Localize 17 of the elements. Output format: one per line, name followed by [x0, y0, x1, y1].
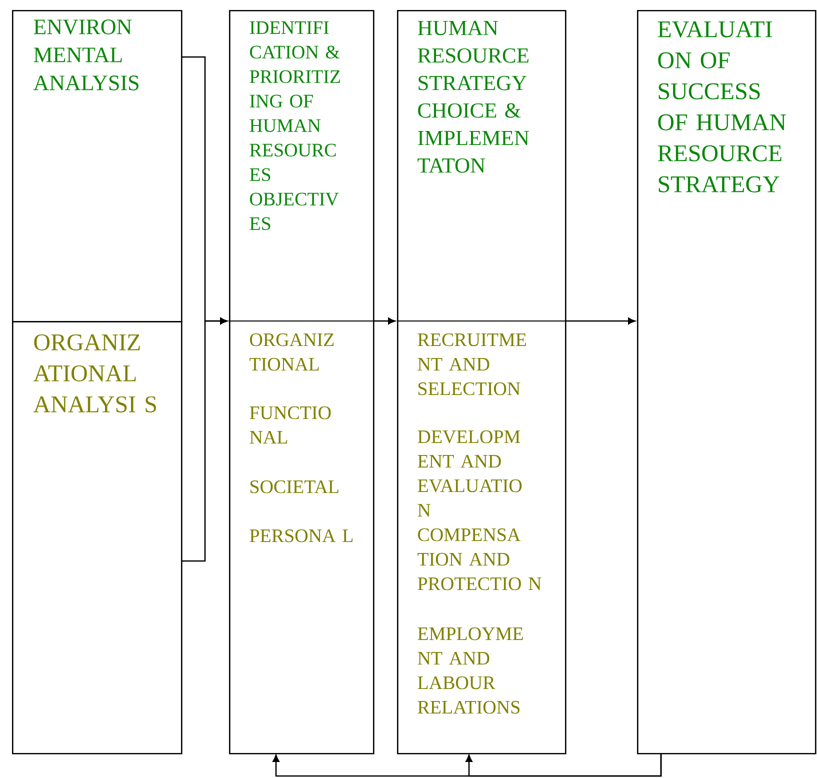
- list-item: EMPLOYME NT AND LABOUR RELATIONS: [418, 627, 523, 714]
- arrow: [466, 753, 662, 777]
- box-heading: IDENTIFI CATION & PRIORITIZ ING OF HUMAN RESOURC ES OBJECTIV ES: [250, 21, 340, 230]
- list-item: FUNCTIO NAL: [250, 406, 331, 444]
- list-item: DEVELOPM ENT AND EVALUATIO N: [418, 430, 522, 516]
- box-heading: HUMAN RESOURCE STRATEGY CHOICE & IMPLEMEN TATON: [418, 20, 529, 173]
- list-item: SOCIETAL: [250, 480, 338, 494]
- box-heading: ENVIRON MENTAL ANALYSIS: [33, 20, 138, 90]
- box-heading: EVALUATI ON OF SUCCESS OF HUMAN RESOURCE STRATEGY: [658, 21, 786, 192]
- list-item: PERSONA L: [250, 529, 353, 542]
- arrow: [565, 318, 636, 324]
- list-item: COMPENSA TION AND PROTECTIO N: [418, 528, 542, 590]
- list-item: ORGANIZ TIONAL: [250, 333, 334, 371]
- box-heading: ORGANIZ ATIONAL ANALYSI S: [33, 334, 156, 412]
- arrow: [181, 318, 228, 562]
- arrow: [373, 318, 396, 324]
- list-item: RECRUITME NT AND SELECTION: [418, 333, 526, 396]
